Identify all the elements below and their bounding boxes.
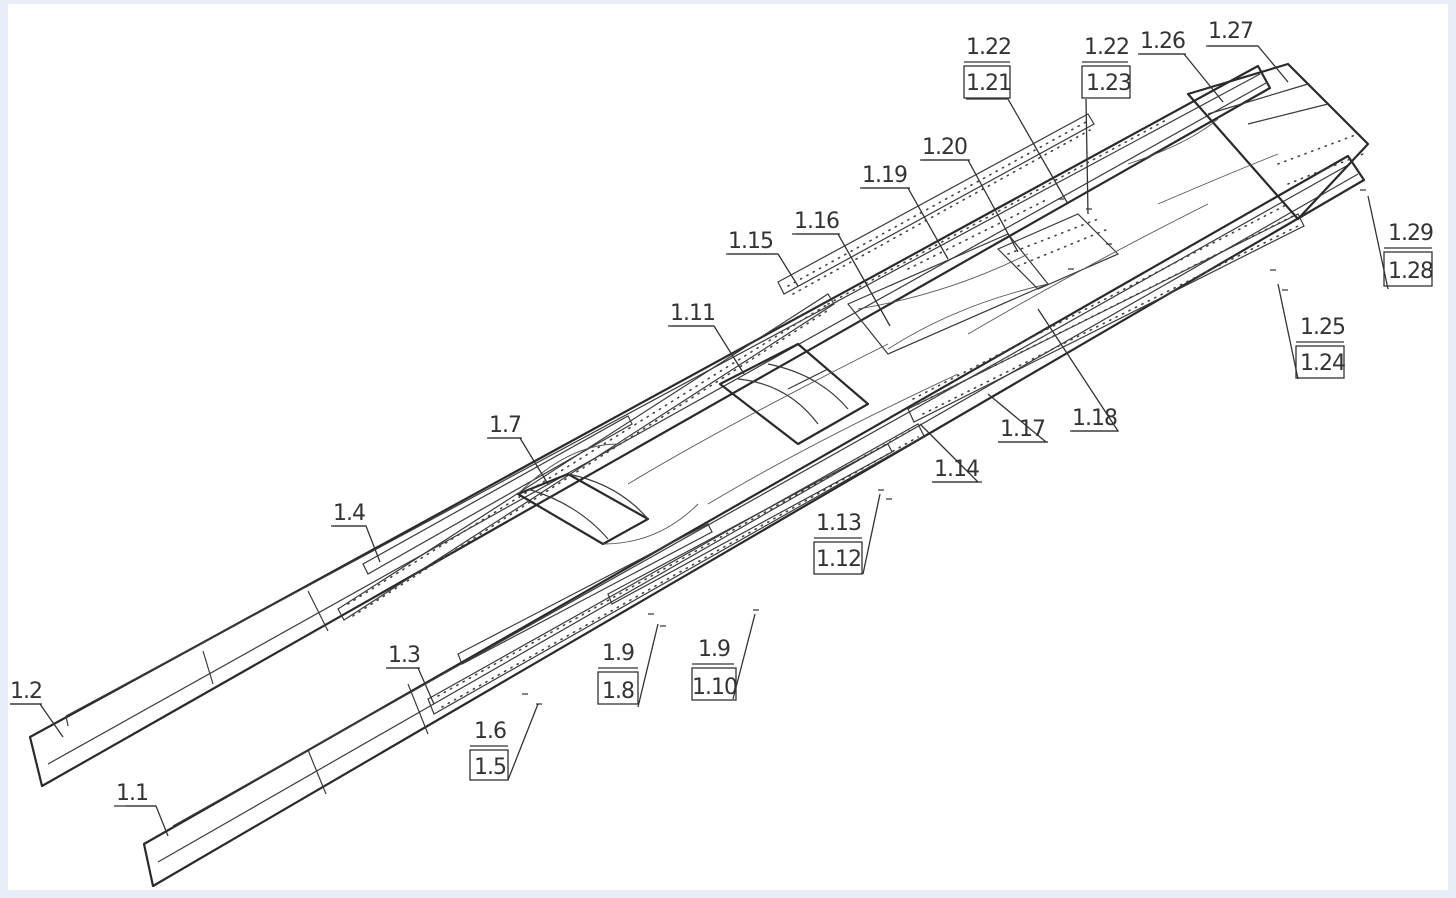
left-reinforcement-plates (337, 113, 1169, 621)
label-1-27: 1.27 (1208, 19, 1253, 44)
fastener-bolts (522, 189, 1366, 705)
label-1-16: 1.16 (794, 209, 839, 234)
label-1-11: 1.11 (670, 301, 715, 326)
label-1-28: 1.28 (1388, 259, 1433, 284)
label-1-13: 1.13 (816, 511, 861, 536)
label-1-22-b: 1.22 (1084, 35, 1129, 60)
label-1-29: 1.29 (1388, 221, 1433, 246)
label-1-5: 1.5 (474, 755, 506, 780)
label-1-24: 1.24 (1300, 351, 1345, 376)
label-1-21: 1.21 (966, 71, 1011, 96)
label-1-4: 1.4 (333, 501, 365, 526)
chassis-frame-drawing: 1.1 1.2 1.3 1.4 1.6 1.5 1.7 1.9 1.8 1.9 … (10, 19, 1434, 888)
label-1-2: 1.2 (10, 679, 42, 704)
label-1-9-a: 1.9 (602, 641, 634, 666)
label-1-1: 1.1 (116, 781, 148, 806)
label-1-10: 1.10 (692, 675, 737, 700)
label-1-26: 1.26 (1140, 29, 1185, 54)
label-1-8: 1.8 (602, 679, 634, 704)
label-1-23: 1.23 (1086, 71, 1131, 96)
right-side-rail (142, 154, 1366, 888)
cross-members (516, 62, 1370, 546)
drawing-canvas: 1.1 1.2 1.3 1.4 1.6 1.5 1.7 1.9 1.8 1.9 … (8, 4, 1448, 890)
label-1-15: 1.15 (728, 229, 773, 254)
right-reinforcement-plates (427, 203, 1305, 715)
left-side-rail (28, 64, 1272, 788)
part-labels: 1.1 1.2 1.3 1.4 1.6 1.5 1.7 1.9 1.8 1.9 … (10, 19, 1434, 807)
label-1-9-b: 1.9 (698, 637, 730, 662)
label-1-19: 1.19 (862, 163, 907, 188)
label-1-12: 1.12 (816, 547, 861, 572)
label-1-22-a: 1.22 (966, 35, 1011, 60)
label-1-17: 1.17 (1000, 417, 1045, 442)
label-1-14: 1.14 (934, 457, 979, 482)
label-1-20: 1.20 (922, 135, 967, 160)
label-1-6: 1.6 (474, 719, 506, 744)
label-1-25: 1.25 (1300, 315, 1345, 340)
label-1-3: 1.3 (388, 643, 420, 668)
label-1-7: 1.7 (489, 413, 521, 438)
leader-lines (10, 45, 1389, 837)
label-1-18: 1.18 (1072, 406, 1117, 431)
